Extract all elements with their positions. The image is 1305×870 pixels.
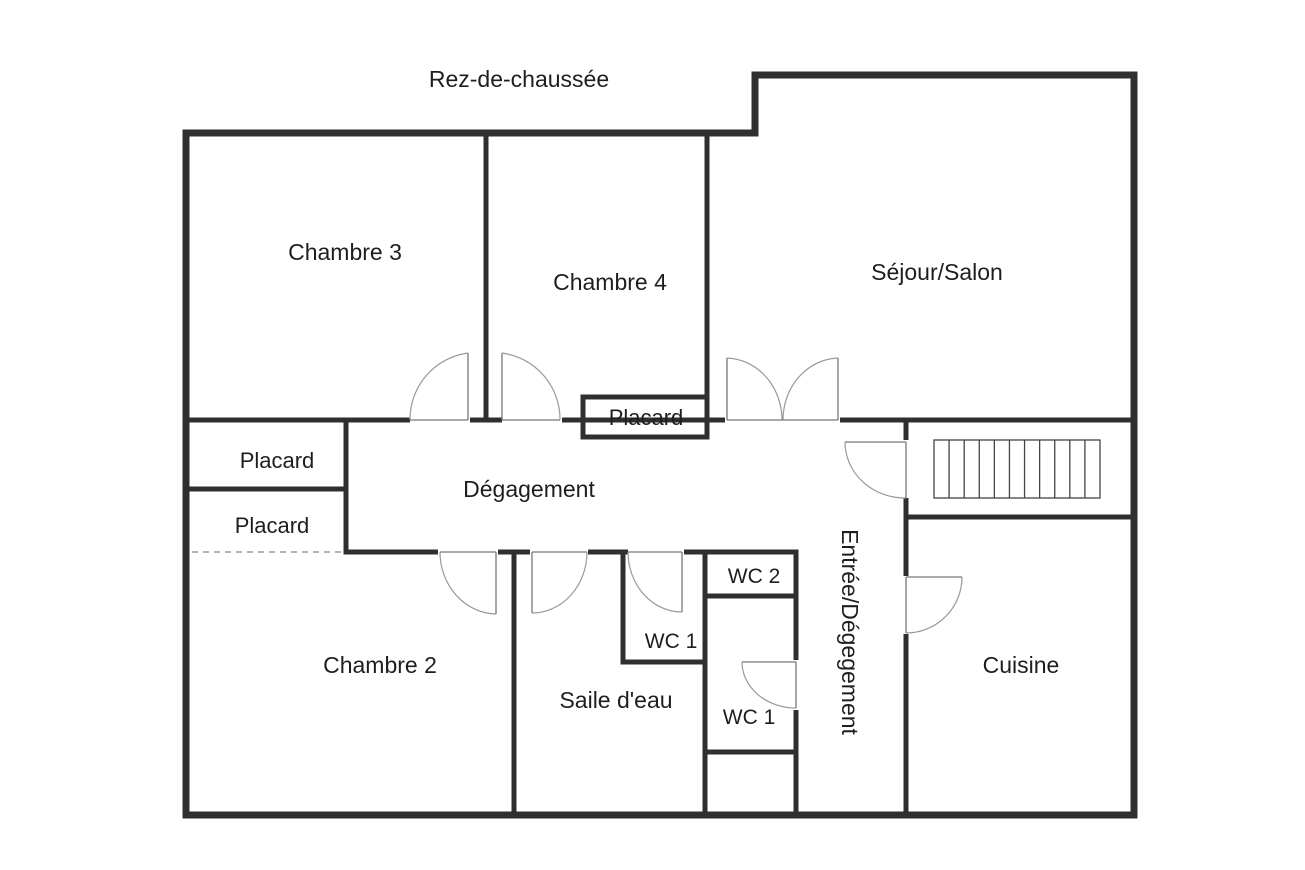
door-chambre2[interactable] [439, 551, 497, 615]
double-door-sejour[interactable] [726, 357, 839, 421]
room-label-degagement: Dégagement [463, 476, 595, 502]
room-label-chambre2: Chambre 2 [323, 652, 437, 678]
outer-wall [182, 71, 1138, 819]
room-label-wc1-b: WC 1 [723, 706, 776, 729]
room-label-salle-eau: Saile d'eau [559, 687, 672, 713]
room-label-chambre4: Chambre 4 [553, 269, 667, 295]
room-label-sejour: Séjour/Salon [871, 259, 1003, 285]
room-label-placard-left2: Placard [235, 513, 310, 538]
door-cuisine[interactable] [905, 576, 963, 634]
room-label-wc2: WC 2 [728, 565, 781, 588]
room-label-cuisine: Cuisine [983, 652, 1060, 678]
room-label-placard-left1: Placard [240, 448, 315, 473]
door-chambre3[interactable] [409, 352, 469, 421]
door-salle-eau[interactable] [531, 551, 588, 614]
door-openings [410, 416, 910, 710]
room-label-wc1-a: WC 1 [645, 630, 698, 653]
door-chambre4[interactable] [501, 352, 561, 421]
floor-title: Rez-de-chaussée [429, 66, 609, 92]
door-wc1-a[interactable] [627, 551, 683, 613]
room-label-chambre3: Chambre 3 [288, 239, 402, 265]
door-stairs[interactable] [844, 441, 907, 499]
room-label-placard-top: Placard [609, 405, 684, 430]
room-label-entree: Entrée/Dégegement [837, 529, 863, 735]
door-wc1-b[interactable] [741, 661, 797, 709]
staircase [933, 439, 1101, 499]
